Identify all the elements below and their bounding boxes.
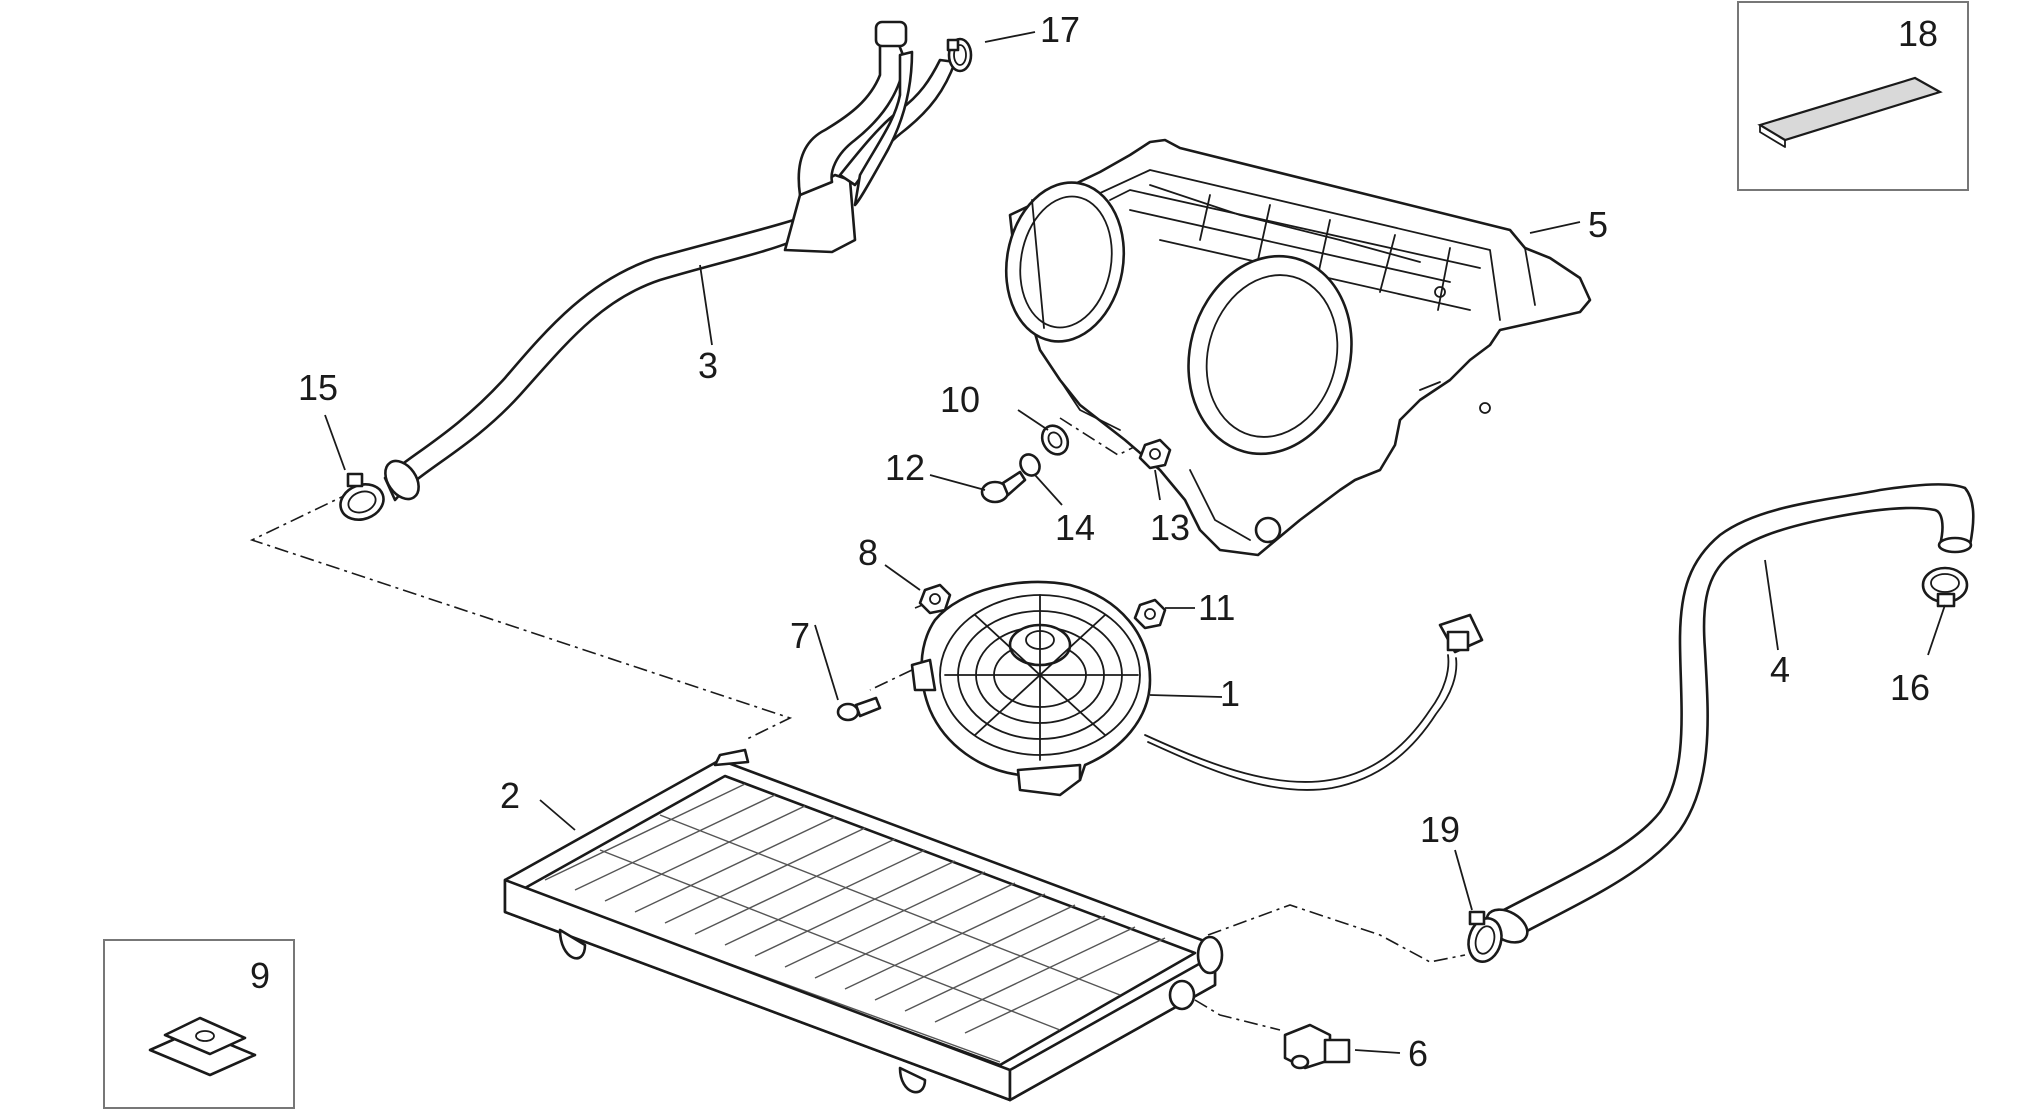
callout-19: 19 (1420, 809, 1460, 850)
callout-7: 7 (790, 615, 810, 656)
foam-pad-icon (1757, 76, 1943, 148)
inset-box-speed-nut (103, 939, 295, 1109)
air-duct-cover-icon (1004, 138, 1592, 557)
callout-4: 4 (1770, 649, 1790, 690)
nut-icon (1138, 438, 1172, 470)
grommet-icon (1040, 424, 1070, 456)
callout-3: 3 (698, 345, 718, 386)
thermal-switch-icon (1283, 1023, 1351, 1070)
lower-hose-icon (1485, 483, 1975, 944)
speed-nut-clip-icon (148, 1016, 257, 1077)
callout-14: 14 (1055, 507, 1095, 548)
callout-11: 11 (1198, 587, 1235, 628)
callout-1: 1 (1220, 673, 1240, 714)
hose-clamp-icon (1921, 566, 1969, 608)
leader-lines (324, 31, 1946, 1054)
spacer-icon (1019, 453, 1041, 477)
hose-clamp-icon (1467, 910, 1503, 963)
hose-clamp-icon (946, 37, 973, 73)
callout-9: 9 (250, 955, 270, 996)
callout-17: 17 (1040, 9, 1080, 50)
callout-6: 6 (1408, 1033, 1428, 1074)
nut-icon (918, 583, 952, 615)
radiator-icon (503, 748, 1224, 1102)
callout-8: 8 (858, 532, 878, 573)
callout-18: 18 (1898, 13, 1938, 54)
cooling-fan-icon (910, 580, 1484, 797)
callout-2: 2 (500, 775, 520, 816)
callout-labels: 1 2 3 4 5 6 7 8 9 10 11 12 13 14 15 16 1… (250, 9, 1938, 1074)
callout-10: 10 (940, 379, 980, 420)
upper-hose-icon (383, 20, 957, 502)
screw-icon (836, 696, 882, 722)
callout-12: 12 (885, 447, 925, 488)
hose-clamp-icon (339, 472, 385, 521)
callout-5: 5 (1588, 204, 1608, 245)
screw-icon (980, 470, 1027, 504)
inset-box-foam-pad (1737, 1, 1969, 191)
callout-16: 16 (1890, 667, 1930, 708)
callout-13: 13 (1150, 507, 1190, 548)
callout-15: 15 (298, 367, 338, 408)
nut-icon (1133, 598, 1167, 630)
